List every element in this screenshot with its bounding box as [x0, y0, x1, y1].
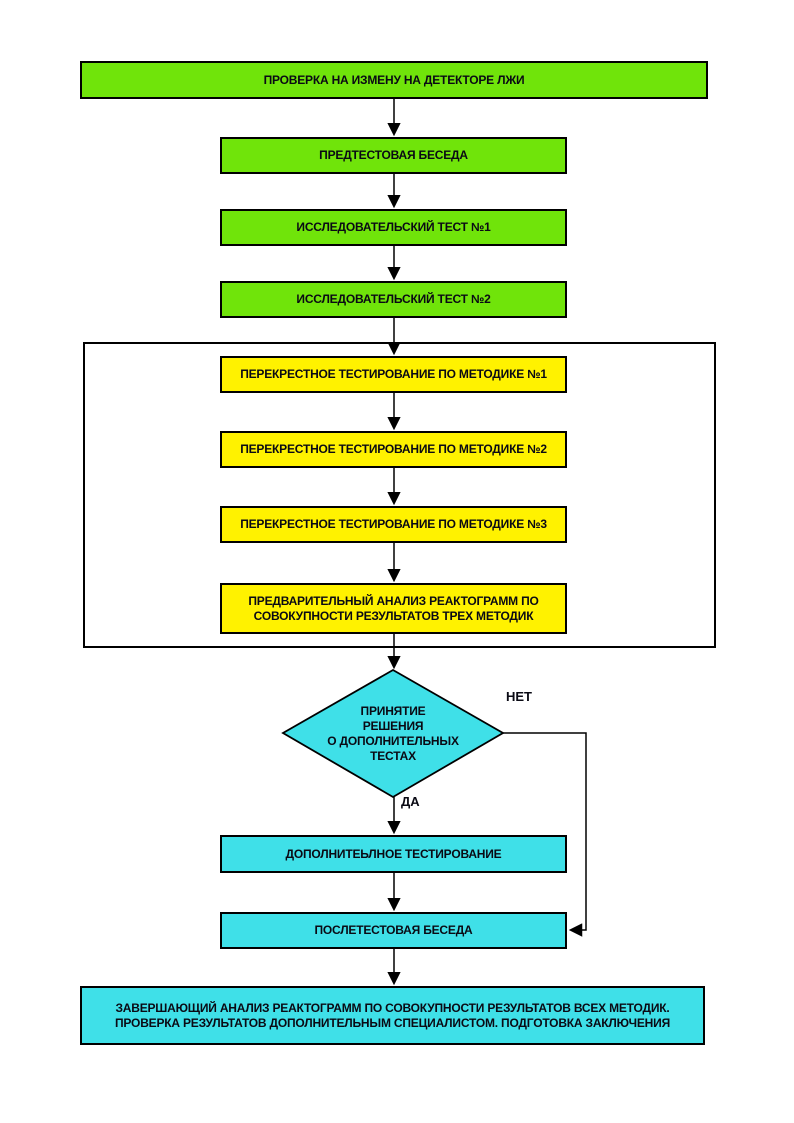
- node-posttest-talk: ПОСЛЕТЕСТОВАЯ БЕСЕДА: [220, 912, 567, 949]
- node-lie-detector-check: ПРОВЕРКА НА ИЗМЕНУ НА ДЕТЕКТОРЕ ЛЖИ: [80, 61, 708, 99]
- decision-no-label: НЕТ: [506, 689, 532, 704]
- node-pretest-talk: ПРЕДТЕСТОВАЯ БЕСЕДА: [220, 137, 567, 174]
- decision-diamond: [281, 668, 505, 799]
- node-cross-test-2: ПЕРЕКРЕСТНОЕ ТЕСТИРОВАНИЕ ПО МЕТОДИКЕ №2: [220, 431, 567, 468]
- no-branch-connector: [503, 732, 587, 937]
- node-additional-testing: ДОПОЛНИТЕЬЛНОЕ ТЕСТИРОВАНИЕ: [220, 835, 567, 873]
- node-final-analysis: ЗАВЕРШАЮЩИЙ АНАЛИЗ РЕАКТОГРАММ ПО СОВОКУ…: [80, 986, 705, 1045]
- node-cross-test-3: ПЕРЕКРЕСТНОЕ ТЕСТИРОВАНИЕ ПО МЕТОДИКЕ №3: [220, 506, 567, 543]
- decision-yes-label: ДА: [401, 794, 420, 809]
- node-decision-label: ПРИНЯТИЕ РЕШЕНИЯ О ДОПОЛНИТЕЛЬНЫХ ТЕСТАХ: [327, 703, 459, 763]
- node-research-test-2: ИССЛЕДОВАТЕЛЬСКИЙ ТЕСТ №2: [220, 281, 567, 318]
- node-research-test-1: ИССЛЕДОВАТЕЛЬСКИЙ ТЕСТ №1: [220, 209, 567, 246]
- node-cross-test-1: ПЕРЕКРЕСТНОЕ ТЕСТИРОВАНИЕ ПО МЕТОДИКЕ №1: [220, 356, 567, 393]
- node-preliminary-analysis: ПРЕДВАРИТЕЛЬНЫЙ АНАЛИЗ РЕАКТОГРАММ ПО СО…: [220, 583, 567, 634]
